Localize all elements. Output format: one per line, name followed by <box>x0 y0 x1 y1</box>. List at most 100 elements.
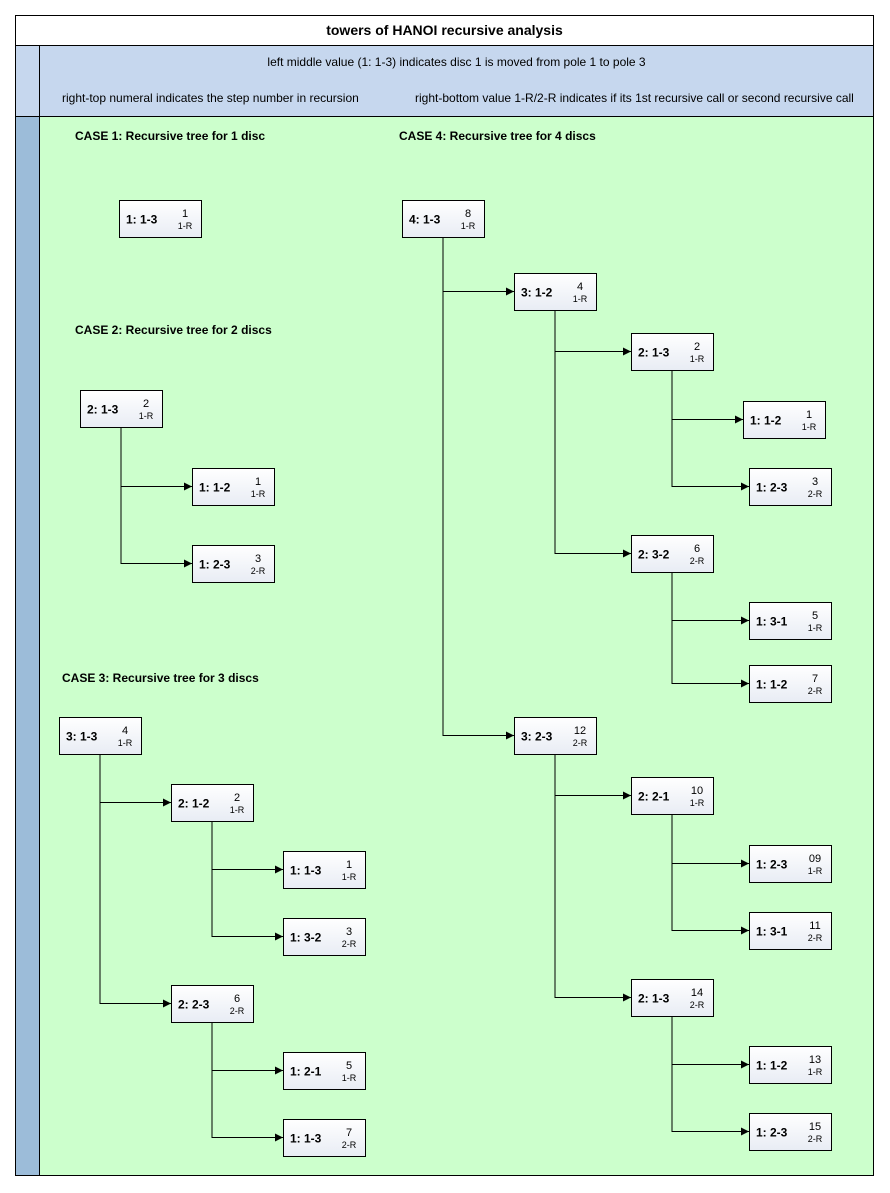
move-label: 1: 3-1 <box>756 925 788 939</box>
case2-label: CASE 2: Recursive tree for 2 discs <box>75 323 272 337</box>
step-number: 10 <box>691 785 703 797</box>
legend-header: left middle value (1: 1-3) indicates dis… <box>40 46 873 117</box>
move-label: 2: 1-3 <box>638 346 670 360</box>
edges <box>99 237 749 1142</box>
step-number: 1 <box>346 859 352 871</box>
edge-arrow <box>442 237 514 296</box>
move-label: 1: 1-2 <box>750 414 782 428</box>
header-lane <box>16 46 40 117</box>
move-label: 2: 1-3 <box>87 403 119 417</box>
move-label: 3: 1-3 <box>66 730 98 744</box>
step-number: 6 <box>694 543 700 555</box>
step-number: 09 <box>809 853 821 865</box>
move-node-box <box>283 851 366 889</box>
move-node-box <box>514 717 597 755</box>
move-node-box <box>171 784 254 822</box>
step-number: 3 <box>812 476 818 488</box>
move-node: 2: 2-1 101-R <box>631 777 714 815</box>
call-type: 2-R <box>573 738 588 748</box>
move-node: 2: 3-2 62-R <box>631 535 714 573</box>
step-number: 4 <box>577 281 583 293</box>
move-label: 2: 2-3 <box>178 998 210 1012</box>
call-type: 1-R <box>342 872 357 882</box>
step-number: 4 <box>122 725 128 737</box>
call-type: 2-R <box>690 1000 705 1010</box>
step-number: 6 <box>234 993 240 1005</box>
edge-arrow <box>442 237 514 740</box>
move-node-box <box>192 545 275 583</box>
move-node: 1: 1-2 131-R <box>749 1046 832 1084</box>
call-type: 1-R <box>573 294 588 304</box>
edge-arrow <box>671 572 749 625</box>
call-type: 1-R <box>802 422 817 432</box>
move-node-box <box>749 665 832 703</box>
case1-label: CASE 1: Recursive tree for 1 disc <box>75 129 265 143</box>
call-type: 1-R <box>808 1067 823 1077</box>
call-type: 1-R <box>690 798 705 808</box>
move-node-box <box>283 1052 366 1090</box>
move-label: 3: 1-2 <box>521 286 553 300</box>
call-type: 2-R <box>690 556 705 566</box>
call-type: 1-R <box>230 805 245 815</box>
diagram-title: towers of HANOI recursive analysis <box>16 16 873 46</box>
move-node-box <box>514 273 597 311</box>
edge-arrow <box>671 1016 749 1069</box>
edge-arrow <box>671 370 749 491</box>
call-type: 1-R <box>808 866 823 876</box>
legend-line-move: left middle value (1: 1-3) indicates dis… <box>267 55 646 69</box>
call-type: 2-R <box>342 939 357 949</box>
body-lane <box>16 117 40 1175</box>
call-type: 2-R <box>808 686 823 696</box>
move-label: 4: 1-3 <box>409 213 441 227</box>
edge-arrow <box>99 754 171 1008</box>
edge-arrow <box>120 427 192 568</box>
edge-arrow <box>554 310 631 558</box>
step-number: 13 <box>809 1054 821 1066</box>
step-number: 2 <box>143 398 149 410</box>
edge-arrow <box>211 821 283 941</box>
move-label: 2: 3-2 <box>638 548 670 562</box>
step-number: 5 <box>812 610 818 622</box>
step-number: 3 <box>255 553 261 565</box>
move-label: 2: 1-3 <box>638 992 670 1006</box>
edge-arrow <box>211 1022 283 1142</box>
move-label: 2: 2-1 <box>638 790 670 804</box>
call-type: 2-R <box>808 1134 823 1144</box>
edge-arrow <box>671 814 749 868</box>
move-node-box <box>631 535 714 573</box>
move-node-box <box>749 602 832 640</box>
step-number: 7 <box>346 1127 352 1139</box>
move-label: 1: 2-3 <box>756 481 788 495</box>
move-node-box <box>283 918 366 956</box>
move-node-box <box>749 468 832 506</box>
move-node-box <box>749 1046 832 1084</box>
move-label: 1: 1-3 <box>290 864 322 878</box>
move-label: 1: 1-2 <box>756 1059 788 1073</box>
move-node-box <box>192 468 275 506</box>
edge-arrow <box>211 821 283 874</box>
move-label: 1: 3-2 <box>290 931 322 945</box>
call-type: 1-R <box>690 354 705 364</box>
move-node-box <box>283 1119 366 1157</box>
call-type: 2-R <box>808 489 823 499</box>
call-type: 1-R <box>178 221 193 231</box>
step-number: 2 <box>694 341 700 353</box>
move-label: 1: 1-3 <box>126 213 158 227</box>
move-node-box <box>743 401 826 439</box>
move-node: 1: 1-3 11-R <box>283 851 366 889</box>
call-type: 1-R <box>251 489 266 499</box>
step-number: 5 <box>346 1060 352 1072</box>
